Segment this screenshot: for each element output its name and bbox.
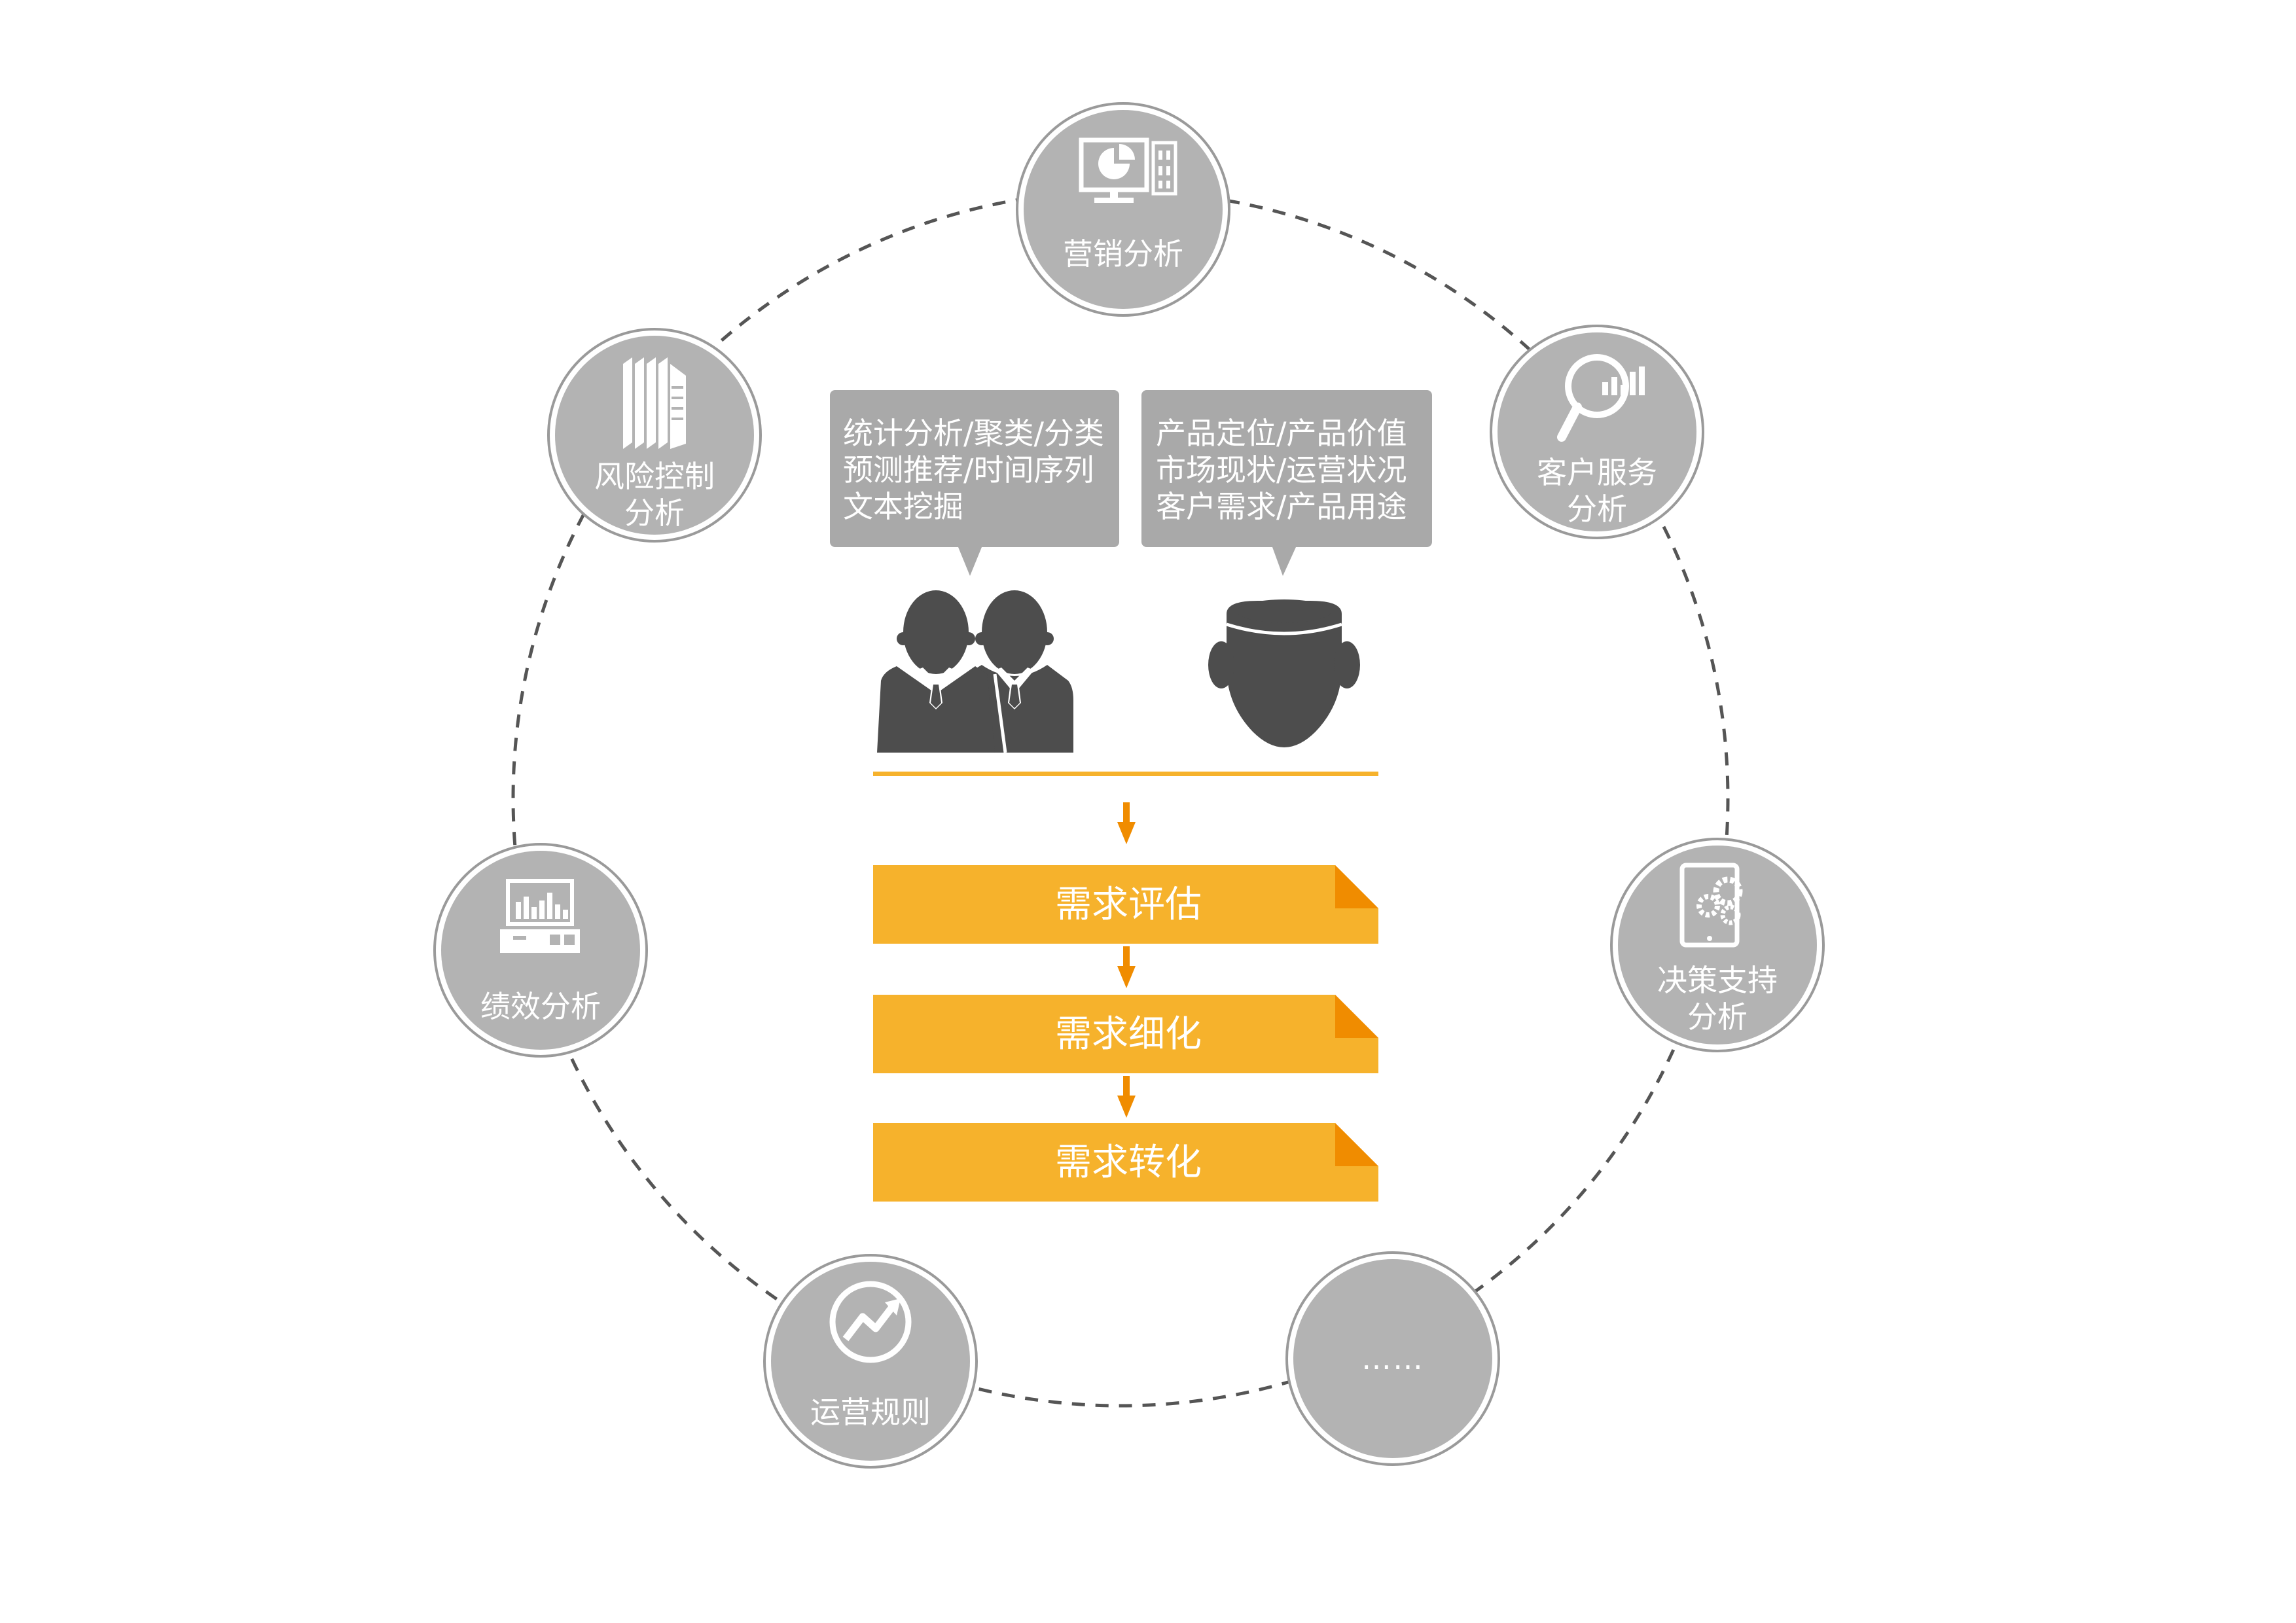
- node-label-risk: 风险控制 分析: [594, 459, 715, 531]
- bubble-left: [830, 390, 1119, 576]
- step-label-assess: 需求评估: [1055, 883, 1202, 926]
- flow-arrow: [1117, 802, 1136, 844]
- node-label-performance: 绩效分析: [480, 989, 601, 1024]
- document-stack-icon: [623, 357, 686, 449]
- magnifier-chart-icon: [1557, 354, 1645, 442]
- node-label-more: ……: [1361, 1341, 1424, 1376]
- bubble-left-text: 统计分析/聚类/分类 预测推荐/时间序列 文本挖掘: [843, 416, 1104, 524]
- node-more: [1285, 1251, 1500, 1466]
- flow-arrow: [1117, 1076, 1136, 1118]
- step-box: [873, 995, 1378, 1073]
- step-box: [873, 865, 1378, 944]
- node-marketing: [1016, 102, 1230, 317]
- separator-line: [873, 772, 1378, 776]
- node-label-decision: 决策支持 分析: [1657, 963, 1778, 1035]
- bubble-right: [1141, 390, 1432, 576]
- step-label-refine: 需求细化: [1055, 1013, 1202, 1056]
- trend-arrow-icon: [829, 1281, 912, 1363]
- two-people-icon: [877, 590, 1073, 753]
- bubble-right-text: 产品定位/产品价值 市场现状/运营状况 客户需求/产品用途: [1156, 416, 1407, 524]
- thinking-head-icon: [1208, 599, 1360, 747]
- node-label-operation: 运营规则: [810, 1395, 931, 1430]
- node-label-customer: 客户服务 分析: [1537, 455, 1657, 527]
- monitor-chart-icon: [1079, 137, 1177, 203]
- step-label-transform: 需求转化: [1055, 1141, 1202, 1184]
- tablet-gears-icon: [1679, 863, 1743, 948]
- node-label-marketing: 营销分析: [1063, 236, 1183, 272]
- flow-arrow: [1117, 946, 1136, 988]
- node-customer: [1490, 325, 1704, 539]
- equalizer-device-icon: [500, 879, 580, 953]
- step-box: [873, 1123, 1378, 1202]
